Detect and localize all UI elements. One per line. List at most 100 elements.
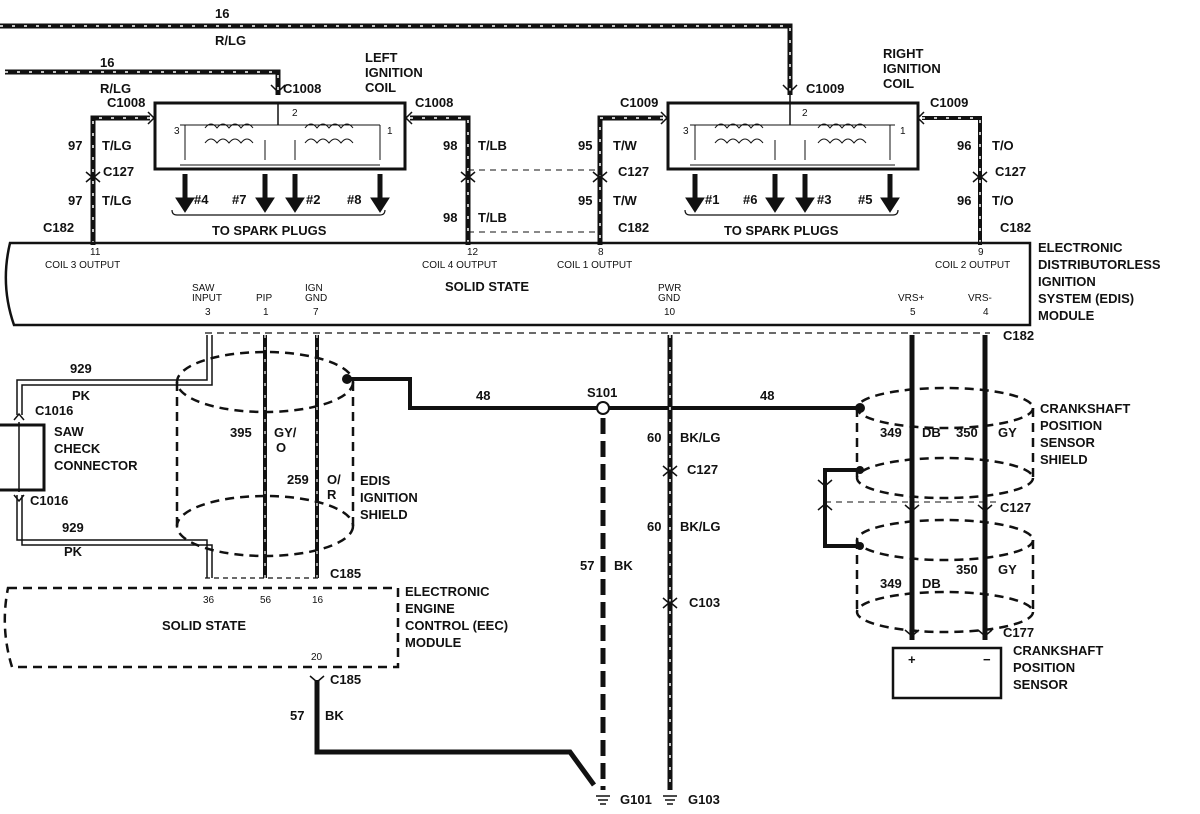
edis-pin-3: 3 xyxy=(205,307,211,318)
saw-wire-color-b: PK xyxy=(64,544,83,559)
conn-c182-mid: C182 xyxy=(618,220,649,235)
top-wire-2 xyxy=(5,69,281,95)
connector-marks xyxy=(85,84,993,683)
left-plug-1: #4 xyxy=(194,192,209,207)
edis-pin-4: 4 xyxy=(983,307,989,318)
wire-349-num-a: 349 xyxy=(880,425,902,440)
wire-395-num: 395 xyxy=(230,425,252,440)
ground-g101: G101 xyxy=(620,792,652,807)
edis-title-4: SYSTEM (EDIS) xyxy=(1038,291,1134,306)
top-wire-1-color: R/LG xyxy=(215,33,246,48)
wire-97-color-a: T/LG xyxy=(102,138,132,153)
wire-349-color-b: DB xyxy=(922,576,941,591)
saw-conn-a: C1016 xyxy=(35,403,73,418)
edis-pin-1: 1 xyxy=(263,307,269,318)
wire-350-num-b: 350 xyxy=(956,562,978,577)
wire-60-color-a: BK/LG xyxy=(680,430,720,445)
left-coil-caption: TO SPARK PLUGS xyxy=(212,223,327,238)
wire-57-color-a: BK xyxy=(614,558,633,573)
wire-60-color-b: BK/LG xyxy=(680,519,720,534)
right-coil-conn-right: C1009 xyxy=(930,95,968,110)
edis-pin-11-label: COIL 3 OUTPUT xyxy=(45,260,120,271)
wire-57-num-b: 57 xyxy=(290,708,304,723)
eec-module xyxy=(3,586,400,669)
edis-pin-7-label1: IGN xyxy=(305,283,323,294)
left-coil-title-2: IGNITION xyxy=(365,65,423,80)
coil-output-wires xyxy=(90,115,982,245)
crankshaft-sensor-box xyxy=(891,646,1003,700)
edis-pin-5: 5 xyxy=(910,307,916,318)
left-plug-arrows xyxy=(175,174,390,213)
eec-title-4: MODULE xyxy=(405,635,462,650)
wire-350-color-b: GY xyxy=(998,562,1017,577)
wire-98-num-b: 98 xyxy=(443,210,457,225)
ground-c103: C103 xyxy=(689,595,720,610)
eec-pin-20: 20 xyxy=(311,652,323,663)
eec-pin-36: 36 xyxy=(203,595,215,606)
left-coil-title-3: COIL xyxy=(365,80,396,95)
saw-title-1: SAW xyxy=(54,424,84,439)
edis-pin-8: 8 xyxy=(598,247,604,258)
edis-title-5: MODULE xyxy=(1038,308,1095,323)
right-plug-4: #5 xyxy=(858,192,872,207)
right-coil-title-1: RIGHT xyxy=(883,46,924,61)
crankshaft-shield xyxy=(855,386,1035,634)
edis-pin-10-label2: GND xyxy=(658,293,680,304)
edis-pin-10: 10 xyxy=(664,307,676,318)
wire-48-num-a: 48 xyxy=(476,388,490,403)
right-coil-pin-1: 1 xyxy=(900,126,906,137)
right-coil-title-2: IGNITION xyxy=(883,61,941,76)
eec-pin-16: 16 xyxy=(312,595,324,606)
right-plug-2: #6 xyxy=(743,192,757,207)
left-coil-pin-2: 2 xyxy=(292,108,298,119)
ground-g103: G103 xyxy=(688,792,720,807)
wire-350-color-a: GY xyxy=(998,425,1017,440)
wire-349-num-b: 349 xyxy=(880,576,902,591)
top-wire-2-number: 16 xyxy=(100,55,114,70)
wire-57-num-a: 57 xyxy=(580,558,594,573)
wire-95-num-b: 95 xyxy=(578,193,592,208)
right-ignition-coil xyxy=(666,95,920,171)
eec-center: SOLID STATE xyxy=(162,618,246,633)
edis-pin-7: 7 xyxy=(313,307,319,318)
eec-conn-top: C185 xyxy=(330,566,361,581)
eec-pin-56: 56 xyxy=(260,595,272,606)
wire-95-color-a: T/W xyxy=(613,138,638,153)
eec-title-2: ENGINE xyxy=(405,601,455,616)
wire-96-num-a: 96 xyxy=(957,138,971,153)
crank-shield-title-2: POSITION xyxy=(1040,418,1102,433)
wire-97-num-a: 97 xyxy=(68,138,82,153)
splice-s101: S101 xyxy=(587,385,617,400)
top-wire-1 xyxy=(0,23,793,95)
right-plug-1: #1 xyxy=(705,192,719,207)
wire-97-color-b: T/LG xyxy=(102,193,132,208)
crank-c127: C127 xyxy=(1000,500,1031,515)
wire-259-color-b: R xyxy=(327,487,337,502)
eec-title-3: CONTROL (EEC) xyxy=(405,618,508,633)
edis-pin-11: 11 xyxy=(90,247,101,258)
right-coil-conn-left: C1009 xyxy=(620,95,658,110)
saw-wire-color-a: PK xyxy=(72,388,91,403)
edis-title-3: IGNITION xyxy=(1038,274,1096,289)
edis-shield-title-2: IGNITION xyxy=(360,490,418,505)
eec-title-1: ELECTRONIC xyxy=(405,584,490,599)
left-coil-conn-left: C1008 xyxy=(107,95,145,110)
crank-shield-title-1: CRANKSHAFT xyxy=(1040,401,1130,416)
ground-wires xyxy=(314,335,865,790)
conn-c182-left: C182 xyxy=(43,220,74,235)
edis-shield-title-3: SHIELD xyxy=(360,507,408,522)
wire-395-color-a: GY/ xyxy=(274,425,297,440)
edis-pin-3-label1: SAW xyxy=(192,283,215,294)
crank-sensor-minus: − xyxy=(983,652,991,667)
conn-c182-right: C182 xyxy=(1000,220,1031,235)
right-coil-caption: TO SPARK PLUGS xyxy=(724,223,839,238)
crank-shield-title-3: SENSOR xyxy=(1040,435,1096,450)
wire-95-color-b: T/W xyxy=(613,193,638,208)
wire-350-num-a: 350 xyxy=(956,425,978,440)
saw-wire-num-a: 929 xyxy=(70,361,92,376)
wire-259-num: 259 xyxy=(287,472,309,487)
wire-395-color-b: O xyxy=(276,440,286,455)
wire-96-color-b: T/O xyxy=(992,193,1014,208)
saw-conn-b: C1016 xyxy=(30,493,68,508)
